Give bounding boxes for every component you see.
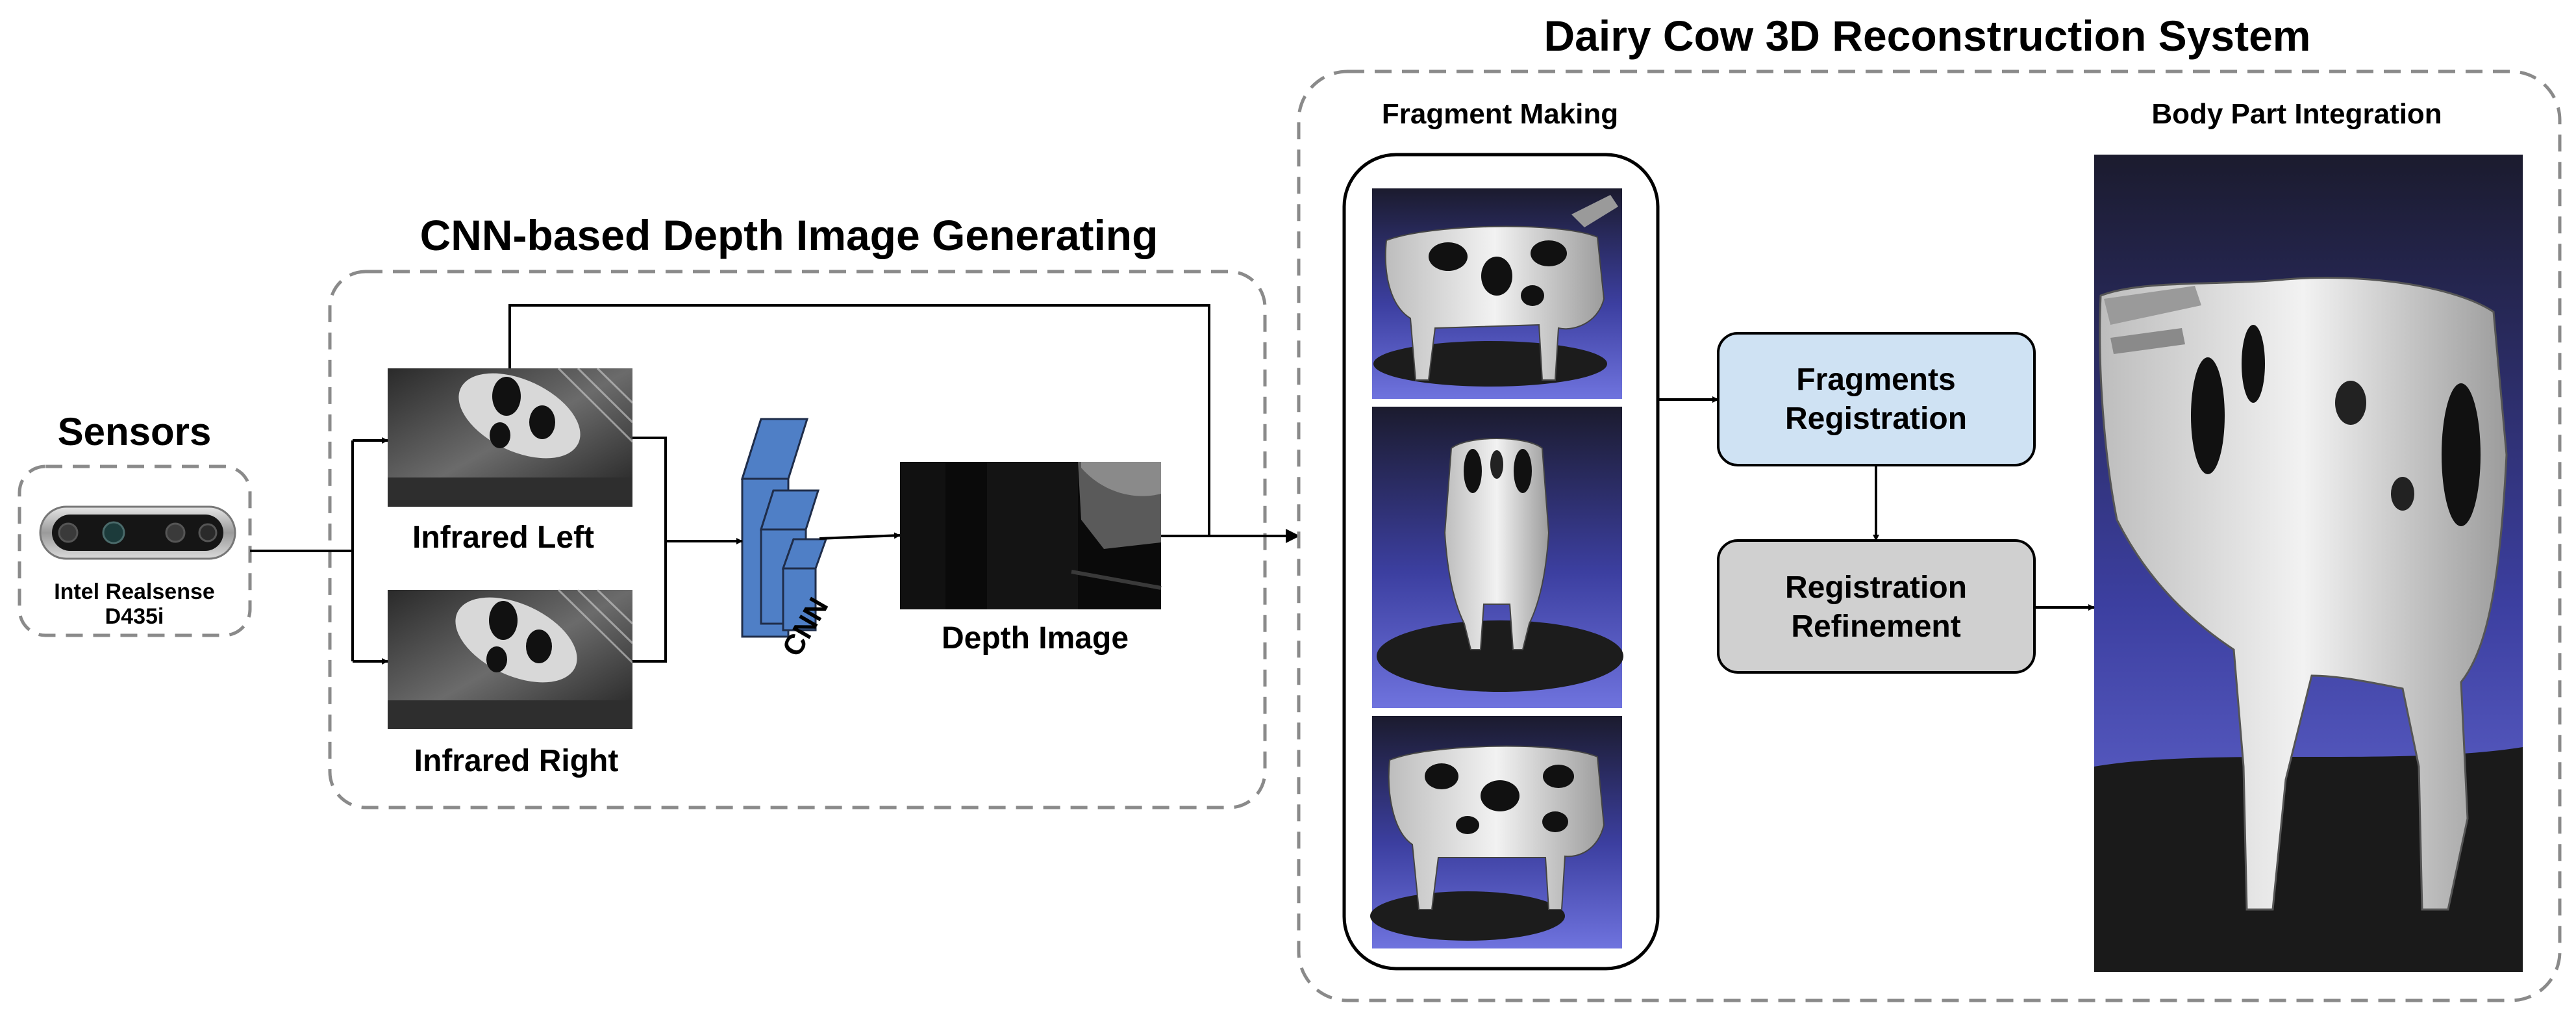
cnn-block-icon — [740, 418, 828, 638]
fragment-making-title: Fragment Making — [1382, 98, 1618, 130]
sensor-device-label-line2: D435i — [105, 604, 164, 629]
infrared-right-label: Infrared Right — [414, 744, 619, 778]
fragments-registration-line2: Registration — [1785, 401, 1967, 436]
registration-refinement-box — [1717, 539, 2036, 674]
fragments-registration-box — [1717, 332, 2036, 466]
cnn-stage-connectors — [250, 304, 1300, 665]
sensors-title: Sensors — [58, 410, 212, 453]
reconstruction-dashed-box — [1297, 70, 2562, 1002]
fragment-image-3 — [1370, 716, 1622, 948]
fragment-making-panel — [1342, 153, 1660, 971]
realsense-camera-icon — [39, 505, 236, 560]
integrated-body-image — [2094, 155, 2523, 972]
infrared-left-label: Infrared Left — [412, 520, 594, 555]
depth-image — [900, 462, 1162, 609]
cnn-stage-dashed-box — [328, 270, 1267, 809]
body-part-integration-title: Body Part Integration — [2151, 98, 2442, 130]
infrared-left-image — [388, 367, 634, 507]
fragment-image-2 — [1372, 407, 1623, 708]
fragments-registration-line1: Fragments — [1796, 363, 1955, 397]
cnn-stage-title: CNN-based Depth Image Generating — [420, 211, 1158, 259]
sensor-device-label-line1: Intel Realsense — [54, 579, 215, 604]
registration-refinement-line2: Refinement — [1791, 609, 1960, 644]
fragment-image-1 — [1372, 188, 1622, 399]
infrared-right-image — [388, 589, 634, 729]
depth-image-label: Depth Image — [942, 621, 1129, 655]
reconstruction-connectors — [1658, 396, 2095, 611]
reconstruction-title: Dairy Cow 3D Reconstruction System — [1544, 12, 2311, 60]
registration-refinement-line1: Registration — [1785, 570, 1967, 605]
